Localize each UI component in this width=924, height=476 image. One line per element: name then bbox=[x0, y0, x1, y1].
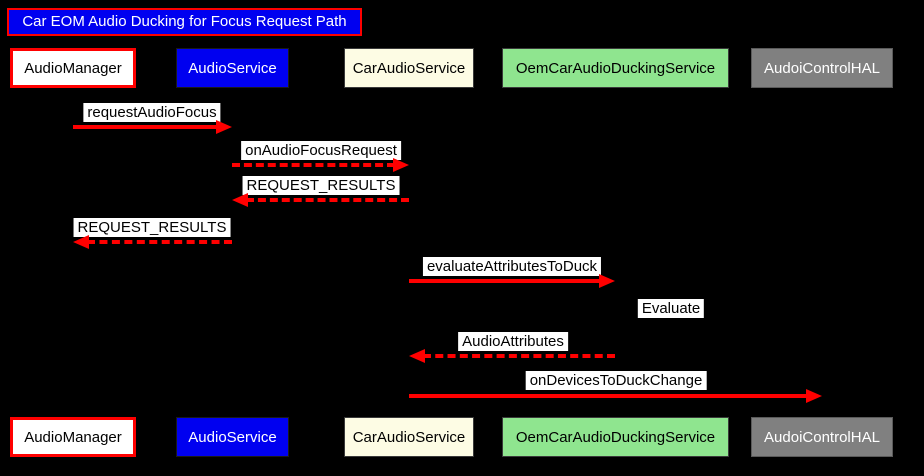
arrow-line bbox=[409, 279, 601, 283]
message-label-evaluate-self: Evaluate bbox=[637, 299, 705, 318]
arrow-line bbox=[246, 198, 409, 202]
message-arrow-requestaudiofocus bbox=[73, 120, 232, 134]
arrowhead-left-icon bbox=[73, 235, 89, 249]
participant-audiomanager-top: AudioManager bbox=[10, 48, 136, 88]
message-label-requestaudiofocus: requestAudioFocus bbox=[83, 103, 221, 122]
message-label-request-results-1: REQUEST_RESULTS bbox=[242, 176, 400, 195]
message-label-ondevicestoduckchange: onDevicesToDuckChange bbox=[525, 371, 707, 390]
arrow-line bbox=[87, 240, 232, 244]
message-label-evaluateattributestoduck: evaluateAttributesToDuck bbox=[422, 257, 602, 276]
message-arrow-request-results-1 bbox=[232, 193, 409, 207]
message-arrow-evaluateattributestoduck bbox=[409, 274, 615, 288]
arrowhead-right-icon bbox=[393, 158, 409, 172]
arrow-line bbox=[409, 394, 808, 398]
diagram-title: Car EOM Audio Ducking for Focus Request … bbox=[7, 8, 362, 36]
message-arrow-request-results-2 bbox=[73, 235, 232, 249]
participant-caraudioservice-top: CarAudioService bbox=[344, 48, 474, 88]
participant-oemcaraudioduckingservice-top: OemCarAudioDuckingService bbox=[502, 48, 729, 88]
message-arrow-ondevicestoduckchange bbox=[409, 389, 822, 403]
arrowhead-right-icon bbox=[216, 120, 232, 134]
participant-audioservice-bottom: AudioService bbox=[176, 417, 289, 457]
message-arrow-audioattributes bbox=[409, 349, 615, 363]
participant-audoicontrolhal-bottom: AudoiControlHAL bbox=[751, 417, 893, 457]
arrowhead-left-icon bbox=[232, 193, 248, 207]
participant-audoicontrolhal-top: AudoiControlHAL bbox=[751, 48, 893, 88]
participant-audiomanager-bottom: AudioManager bbox=[10, 417, 136, 457]
arrow-line bbox=[232, 163, 395, 167]
participant-oemcaraudioduckingservice-bottom: OemCarAudioDuckingService bbox=[502, 417, 729, 457]
arrowhead-right-icon bbox=[599, 274, 615, 288]
arrowhead-right-icon bbox=[806, 389, 822, 403]
arrowhead-left-icon bbox=[409, 349, 425, 363]
participant-audioservice-top: AudioService bbox=[176, 48, 289, 88]
message-label-onaudiofocusrequest: onAudioFocusRequest bbox=[241, 141, 401, 160]
message-arrow-onaudiofocusrequest bbox=[232, 158, 409, 172]
arrow-line bbox=[73, 125, 218, 129]
arrow-line bbox=[423, 354, 615, 358]
message-label-request-results-2: REQUEST_RESULTS bbox=[73, 218, 231, 237]
participant-caraudioservice-bottom: CarAudioService bbox=[344, 417, 474, 457]
message-label-audioattributes: AudioAttributes bbox=[458, 332, 568, 351]
